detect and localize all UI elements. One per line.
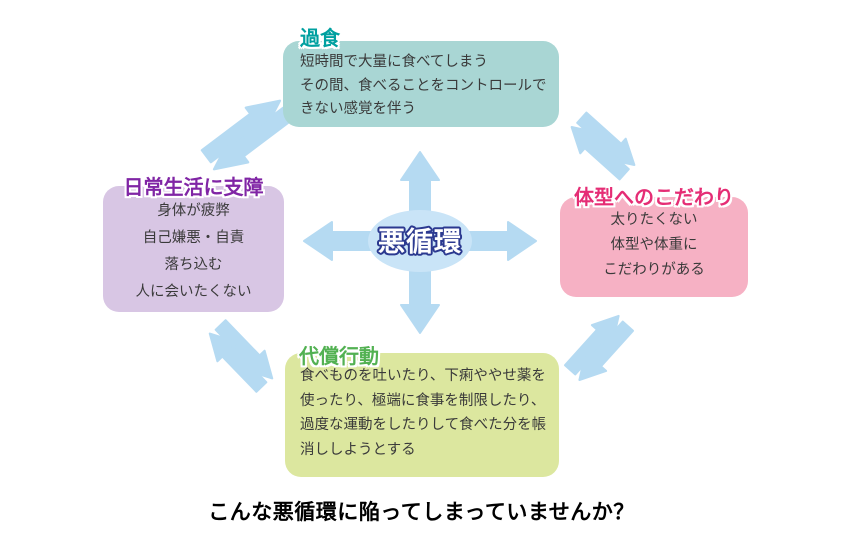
text-line: 人に会いたくない (135, 284, 252, 300)
text-line: 太りたくない (610, 212, 698, 228)
text-line: 食べものを吐いたり、下痢ややせ薬を (300, 368, 546, 384)
box-overeating-title: 過食 (300, 28, 340, 50)
box-overeating: 過食 短時間で大量に食べてしまう その間、食べることをコントロールで きない感覚… (283, 28, 559, 127)
diagonal-arrow-compensatory-body-image (555, 303, 643, 393)
exchange-arrows-icon (563, 314, 635, 382)
text-line: 自己嫌悪・自責 (142, 230, 245, 246)
box-compensatory-body: 食べものを吐いたり、下痢ややせ薬を 使ったり、極端に食事を制限したり、 過度な運… (285, 364, 559, 462)
cycle-label: 悪循環 (378, 227, 462, 257)
text-line: 過度な運動をしたりして食べた分を帳 (300, 417, 547, 433)
diagonal-arrow-daily-life-compensatory (196, 311, 286, 402)
text-line: 身体が疲弊 (157, 203, 230, 219)
diagonal-arrow-overeating-body-image (559, 103, 648, 189)
text-line: 体型や体重に (610, 237, 698, 253)
box-body-image-title: 体型へのこだわり (574, 187, 734, 209)
box-overeating-body: 短時間で大量に食べてしまう その間、食べることをコントロールで きない感覚を伴う (283, 51, 559, 122)
text-line: 短時間で大量に食べてしまう (300, 54, 488, 70)
text-line: その間、食べることをコントロールで (300, 77, 547, 94)
box-body-image: 体型へのこだわり 太りたくない 体型や体重に こだわりがある (560, 187, 748, 297)
box-daily-life-body: 身体が疲弊 自己嫌悪・自責 落ち込む 人に会いたくない (103, 198, 284, 306)
center-cross-arrows: 悪循環 (303, 151, 537, 334)
text-line: きない感覚を伴う (300, 101, 416, 117)
box-daily-life-title: 日常生活に支障 (123, 177, 264, 199)
text-line: 消ししようとする (300, 441, 416, 458)
box-compensatory: 代償行動 食べものを吐いたり、下痢ややせ薬を 使ったり、極端に食事を制限したり、… (285, 346, 559, 477)
exchange-arrows-icon (208, 319, 274, 393)
text-line: 落ち込む (164, 257, 223, 273)
exchange-arrows-icon (200, 99, 294, 171)
box-body-image-body: 太りたくない 体型や体重に こだわりがある (560, 208, 748, 283)
caption: こんな悪循環に陥ってしまっていませんか？ (208, 501, 635, 524)
box-compensatory-title: 代償行動 (299, 346, 379, 368)
box-daily-life: 日常生活に支障 身体が疲弊 自己嫌悪・自責 落ち込む 人に会いたくない (103, 177, 284, 312)
exchange-arrows-icon (570, 111, 636, 181)
cycle-ellipse (368, 210, 472, 272)
text-line: 使ったり、極端に食事を制限したり、 (300, 392, 546, 409)
diagonal-arrow-daily-life-overeating (191, 85, 303, 186)
text-line: こだわりがある (603, 262, 705, 278)
